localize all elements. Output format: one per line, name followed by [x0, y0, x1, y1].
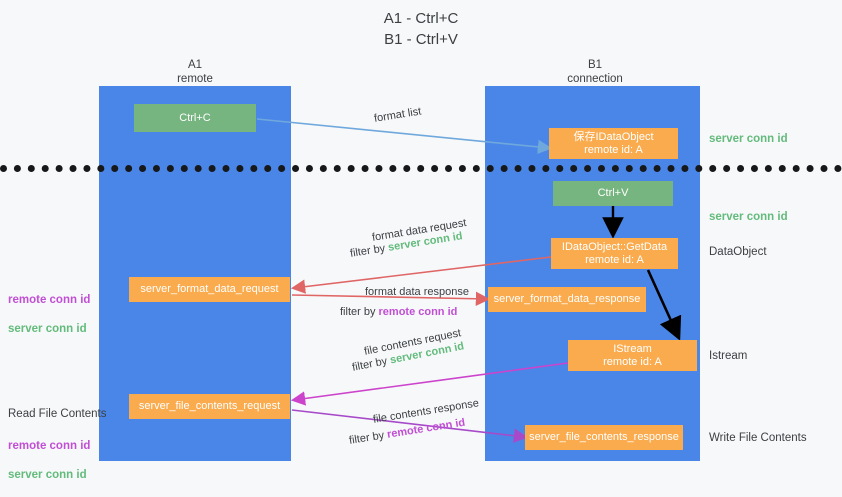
box-ctrl-c[interactable]: Ctrl+C — [134, 104, 256, 132]
box-ctrl-v[interactable]: Ctrl+V — [553, 181, 673, 206]
right-label-server-conn-id-mid: server conn id — [709, 211, 788, 223]
box-istream[interactable]: IStream remote id: A — [568, 340, 697, 371]
box-server-file-contents-request[interactable]: server_file_contents_request — [129, 394, 290, 419]
remote-conn-id-label: remote conn id — [8, 293, 91, 306]
left-label-read-file-contents: Read File Contents remote conn id server… — [8, 392, 106, 497]
filter-prefix: filter by — [348, 428, 389, 447]
box-server-file-contents-response[interactable]: server_file_contents_response — [525, 425, 683, 450]
page-title: A1 - Ctrl+C B1 - Ctrl+V — [383, 10, 459, 48]
arrow-label-format-list: format list — [373, 105, 423, 125]
server-conn-id-label: server conn id — [8, 322, 87, 335]
diagram-canvas: A1 - Ctrl+C B1 - Ctrl+V A1 remote B1 con… — [0, 10, 842, 481]
remote-conn-id-token: remote conn id — [378, 306, 458, 318]
column-header-a1: A1 remote — [177, 59, 213, 85]
arrow-label-format-data-response: format data response — [365, 286, 469, 298]
arrow-label-format-data-response-filter: filter by remote conn id — [340, 305, 457, 319]
filter-prefix: filter by — [351, 354, 392, 374]
right-label-server-conn-id-top: server conn id — [709, 133, 788, 145]
read-file-contents-title: Read File Contents — [8, 407, 107, 420]
left-label-format-conn-ids: remote conn id server conn id — [8, 278, 90, 351]
remote-conn-id-label: remote conn id — [8, 439, 91, 452]
box-save-idataobject[interactable]: 保存IDataObject remote id: A — [549, 128, 678, 159]
phase-divider — [0, 165, 842, 172]
column-header-b1: B1 connection — [567, 59, 623, 85]
right-label-write-file-contents: Write File Contents — [709, 432, 807, 444]
server-conn-id-label: server conn id — [8, 468, 87, 481]
box-server-format-data-response[interactable]: server_format_data_response — [488, 287, 646, 312]
filter-prefix: filter by — [340, 306, 379, 318]
right-label-istream: Istream — [709, 350, 748, 362]
box-idataobject-getdata[interactable]: IDataObject::GetData remote id: A — [551, 238, 678, 269]
right-label-dataobject: DataObject — [709, 246, 767, 258]
box-server-format-data-request[interactable]: server_format_data_request — [129, 277, 290, 302]
filter-prefix: filter by — [349, 241, 390, 260]
